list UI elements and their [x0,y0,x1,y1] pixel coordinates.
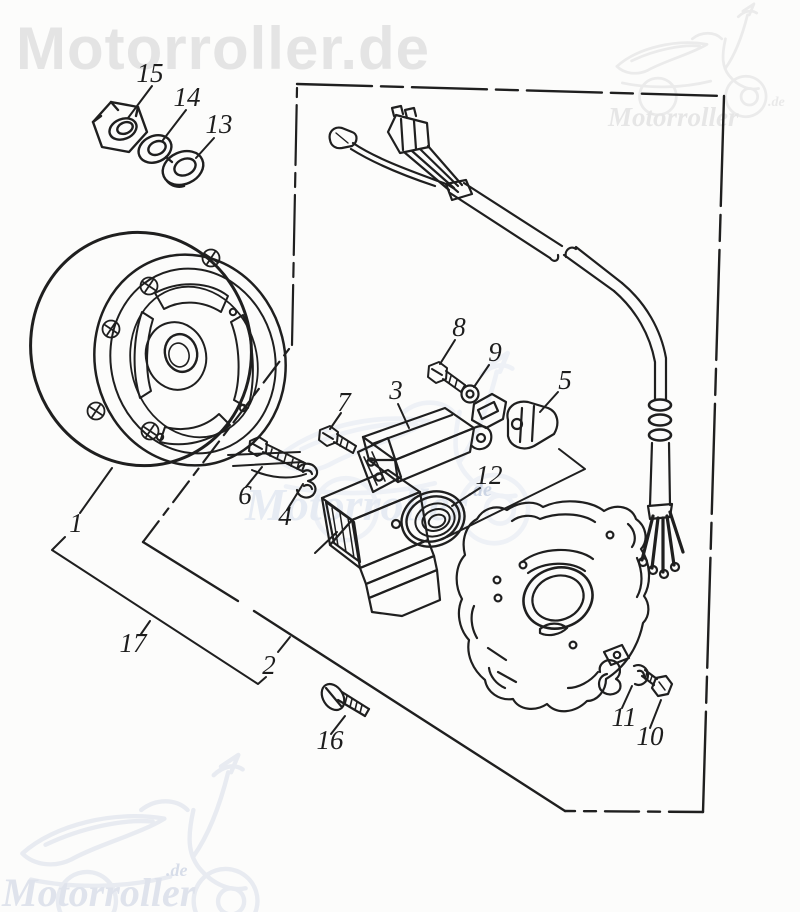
part-label-14: 14 [174,82,201,112]
watermark-suffix-bottom-left: .de [166,860,188,880]
leader-3 [397,403,410,429]
leader-12 [451,487,481,507]
screw-part-16 [320,682,371,718]
flywheel-part-1 [29,230,307,479]
spring-washer-part-14 [137,134,174,164]
part-label-1: 1 [69,508,83,538]
leader-5 [539,391,559,413]
leader-16 [330,715,346,735]
watermark-brand-top-right: Motorroller [607,102,739,132]
watermark-brand-bottom-left: Motorroller [1,870,196,912]
watermark-suffix-top-right: .de [768,95,785,110]
part-label-12: 12 [476,460,503,490]
part-label-11: 11 [612,702,637,732]
part-label-5: 5 [558,365,572,395]
washer-part-9 [460,384,480,404]
leader-13 [195,137,215,159]
bolt-part-6 [248,436,306,472]
leader-9 [473,364,490,388]
mount-part-5 [470,392,559,450]
diagram-frame [141,82,726,814]
part-label-15: 15 [137,58,164,88]
part-labels: 1 2 3 4 5 6 7 8 9 10 11 12 13 14 15 16 1… [69,58,664,755]
leader-4 [286,483,304,511]
wire-harness [328,104,685,580]
bolt-part-7 [318,425,357,454]
watermark-suffix-center: .de [468,479,492,501]
part-label-13: 13 [206,109,233,139]
part-label-7: 7 [337,387,352,417]
clamp-part-11 [597,643,650,696]
leader-8 [439,339,456,365]
part-label-16: 16 [317,725,345,755]
part-label-9: 9 [488,337,502,367]
part-label-3: 3 [388,375,403,405]
part-label-2: 2 [262,650,276,680]
hex-nut-part-15 [91,100,149,154]
clamp-part-4 [295,462,319,499]
stator-plate [455,500,651,713]
leader-6 [245,466,263,488]
watermark-top-left-text: Motorroller.de [16,15,431,82]
leader-11 [621,685,633,709]
leader-15 [127,85,153,119]
leader-7 [329,412,342,430]
group-leader-lines [51,448,586,685]
leader-10 [649,699,662,729]
part-label-17: 17 [120,628,149,658]
watermark-scooter-top-right [615,2,768,119]
bolt-part-8 [427,361,466,393]
washer-part-13 [161,149,205,188]
coil-part-3 [356,406,493,494]
part-label-6: 6 [238,480,252,510]
cdi-block [320,468,442,618]
grommet-part-12 [400,490,466,548]
leader-14 [162,109,187,141]
part-label-10: 10 [637,721,665,751]
screw-part-10 [640,668,674,698]
part-label-8: 8 [452,312,466,342]
part-label-4: 4 [278,501,292,531]
